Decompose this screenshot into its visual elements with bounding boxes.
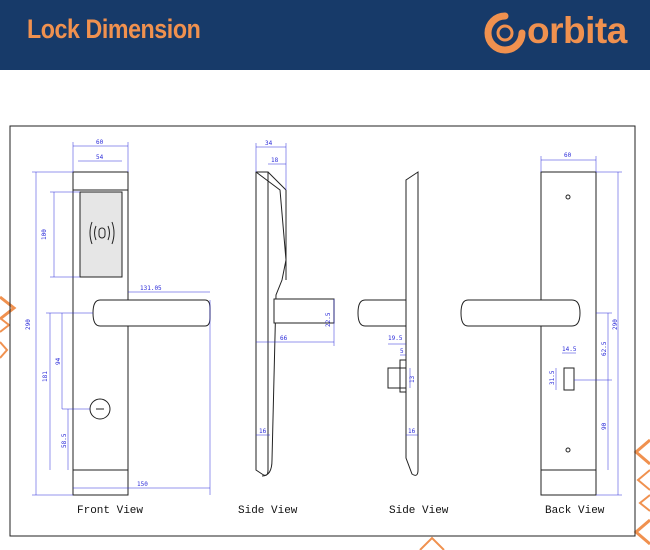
dim-front-lower-height: 181 <box>42 371 49 382</box>
dim-side1-depth-reader: 18 <box>271 157 279 164</box>
label-side-view-2: Side View <box>389 505 449 517</box>
dim-back-turn-height: 31.5 <box>549 370 556 385</box>
dim-front-width-reader: 54 <box>96 154 104 161</box>
dim-side2-cylinder-offset: 19.5 <box>388 335 403 342</box>
back-plate <box>540 171 597 496</box>
dim-side1-handle-projection: 66 <box>280 335 288 342</box>
dim-side2-plate-bottom: 16 <box>408 428 416 435</box>
page-title: Lock Dimension <box>27 14 201 44</box>
dim-back-turn-width: 14.5 <box>562 346 577 353</box>
dim-side2-cylinder-height: 13 <box>409 375 416 383</box>
dim-side1-handle-thickness: 22.5 <box>325 312 332 327</box>
dim-side1-plate-bottom: 16 <box>259 428 267 435</box>
dim-front-height-total: 290 <box>25 319 32 330</box>
back-view <box>460 171 597 496</box>
dim-back-width-top: 60 <box>564 152 572 159</box>
dim-front-handle-to-key: 94 <box>55 357 62 365</box>
front-plate <box>72 171 129 496</box>
side-plate-profile <box>255 171 287 477</box>
dim-back-upper-height: 62.5 <box>601 341 608 356</box>
dim-back-height-total: 290 <box>612 319 619 330</box>
rfid-icon <box>89 221 93 245</box>
label-back-view: Back View <box>545 505 605 517</box>
side-handle <box>273 298 335 324</box>
label-front-view: Front View <box>77 505 144 517</box>
header-bar: Lock Dimension orbita <box>0 0 650 70</box>
dim-front-total-width: 150 <box>137 481 148 488</box>
back-handle <box>460 299 581 327</box>
side-view-right <box>357 171 419 476</box>
dim-front-key-from-bottom: 58.5 <box>61 433 68 448</box>
side2-plate-profile <box>405 171 419 476</box>
side-view-left <box>255 171 335 477</box>
dim-front-handle-length: 131.05 <box>140 285 162 292</box>
front-handle <box>92 299 211 327</box>
dim-back-lower-height: 90 <box>601 422 608 430</box>
dim-front-width-top: 60 <box>96 139 104 146</box>
thumb-turn <box>563 367 575 391</box>
logo-wordmark: orbita <box>527 10 627 51</box>
dim-side2-cylinder-small: 5 <box>400 348 404 355</box>
cylinder-turn <box>387 367 407 389</box>
side2-handle <box>357 299 407 327</box>
logo-mark-icon <box>484 12 526 54</box>
reader-window <box>79 191 123 278</box>
dim-front-height-reader: 100 <box>41 229 48 240</box>
dim-side1-depth-top: 34 <box>265 140 273 147</box>
front-view <box>72 171 211 496</box>
label-side-view-1: Side View <box>238 505 298 517</box>
drawing-frame <box>9 125 636 537</box>
brand-logo: orbita <box>483 8 643 60</box>
